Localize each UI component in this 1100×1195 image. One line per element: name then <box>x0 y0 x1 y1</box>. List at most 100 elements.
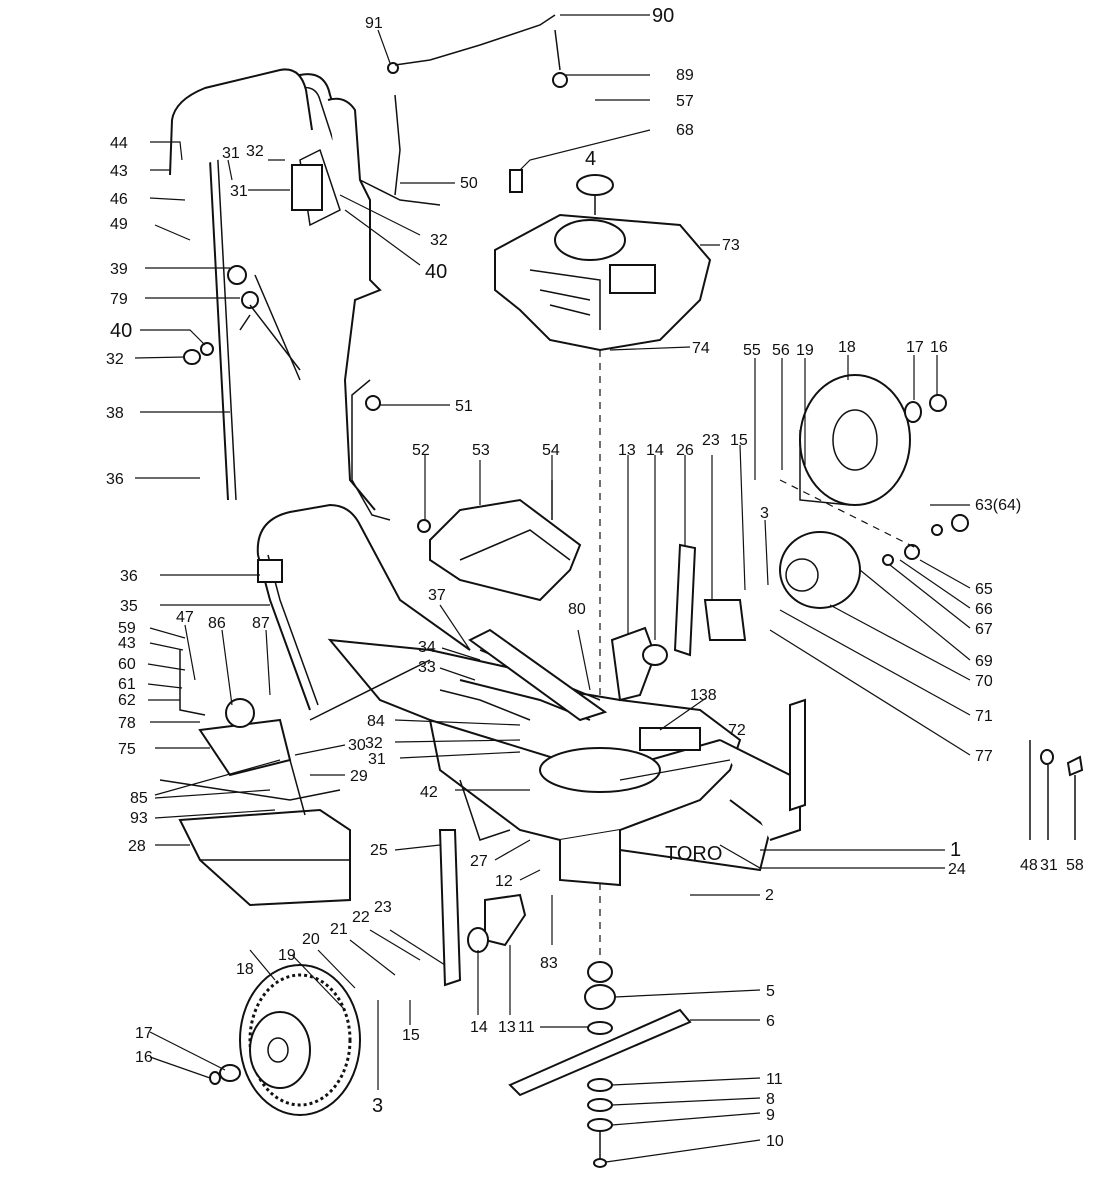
label-34: 34 <box>418 639 436 656</box>
label-25: 25 <box>370 842 388 859</box>
label-51: 51 <box>455 398 473 415</box>
label-61: 61 <box>118 676 136 693</box>
rear-wheel-right <box>779 479 921 609</box>
leader-lines <box>134 14 971 1163</box>
height-adjusters <box>467 626 668 953</box>
label-62: 62 <box>118 692 136 709</box>
label-32: 32 <box>430 232 448 249</box>
label-44: 44 <box>110 135 128 152</box>
label-93: 93 <box>130 810 148 827</box>
label-74: 74 <box>692 340 710 357</box>
label-71: 71 <box>975 708 993 725</box>
label-15: 15 <box>730 432 748 449</box>
label-52: 52 <box>412 442 430 459</box>
label-23: 23 <box>702 432 720 449</box>
label-2: 2 <box>765 887 774 904</box>
label-32: 32 <box>106 351 124 368</box>
label-38: 38 <box>106 405 124 422</box>
label-78: 78 <box>118 715 136 732</box>
label-68: 68 <box>676 122 694 139</box>
rear-wheel-left <box>209 964 361 1116</box>
label-8: 8 <box>766 1091 775 1108</box>
label-138: 138 <box>690 687 717 704</box>
label-59: 59 <box>118 620 136 637</box>
label-77: 77 <box>975 748 993 765</box>
label-65: 65 <box>975 581 993 598</box>
label-16: 16 <box>135 1049 153 1066</box>
label-28: 28 <box>128 838 146 855</box>
label-58: 58 <box>1066 857 1084 874</box>
label-9: 9 <box>766 1107 775 1124</box>
label-31: 31 <box>222 145 240 162</box>
label-55: 55 <box>743 342 761 359</box>
belt-bar <box>468 628 608 722</box>
label-17: 17 <box>906 339 924 356</box>
rear-flap <box>159 650 431 907</box>
grass-bag-top <box>417 480 582 602</box>
label-1: 1 <box>950 839 961 861</box>
label-30: 30 <box>348 737 366 754</box>
wheel-brackets <box>438 543 806 987</box>
label-24: 24 <box>948 861 966 878</box>
label-16: 16 <box>930 339 948 356</box>
label-31: 31 <box>230 183 248 200</box>
label-49: 49 <box>110 216 128 233</box>
label-35: 35 <box>120 598 138 615</box>
label-43: 43 <box>118 635 136 652</box>
label-22: 22 <box>352 909 370 926</box>
label-14: 14 <box>470 1019 488 1036</box>
label-50: 50 <box>460 175 478 192</box>
label-54: 54 <box>542 442 560 459</box>
label-17: 17 <box>135 1025 153 1042</box>
label-90: 90 <box>652 5 674 27</box>
label-60: 60 <box>118 656 136 673</box>
label-53: 53 <box>472 442 490 459</box>
label-63-64: 63(64) <box>975 497 1021 514</box>
label-13: 13 <box>498 1019 516 1036</box>
label-26: 26 <box>676 442 694 459</box>
deck-brand-text: TORO <box>665 843 722 865</box>
label-5: 5 <box>766 983 775 1000</box>
label-57: 57 <box>676 93 694 110</box>
throttle-control <box>291 164 323 211</box>
label-6: 6 <box>766 1013 775 1030</box>
label-36: 36 <box>120 568 138 585</box>
label-40: 40 <box>110 320 132 342</box>
label-23: 23 <box>374 899 392 916</box>
label-18: 18 <box>838 339 856 356</box>
label-75: 75 <box>118 741 136 758</box>
label-10: 10 <box>766 1133 784 1150</box>
label-73: 73 <box>722 237 740 254</box>
label-39: 39 <box>110 261 128 278</box>
label-4: 4 <box>585 148 596 170</box>
small-parts-right <box>1029 740 1084 840</box>
label-36: 36 <box>106 471 124 488</box>
label-14: 14 <box>646 442 664 459</box>
label-46: 46 <box>110 191 128 208</box>
blade-assembly <box>508 961 692 1168</box>
label-84: 84 <box>367 713 385 730</box>
label-19: 19 <box>278 947 296 964</box>
label-47: 47 <box>176 609 194 626</box>
label-67: 67 <box>975 621 993 638</box>
label-29: 29 <box>350 768 368 785</box>
label-33: 33 <box>418 659 436 676</box>
label-32: 32 <box>246 143 264 160</box>
label-42: 42 <box>420 784 438 801</box>
label-11: 11 <box>518 1019 535 1036</box>
label-18: 18 <box>236 961 254 978</box>
engine <box>494 169 712 1000</box>
label-89: 89 <box>676 67 694 84</box>
handle-assembly <box>169 14 568 521</box>
label-31: 31 <box>1040 857 1058 874</box>
label-79: 79 <box>110 291 128 308</box>
label-21: 21 <box>330 921 348 938</box>
label-80: 80 <box>568 601 586 618</box>
label-85: 85 <box>130 790 148 807</box>
label-20: 20 <box>302 931 320 948</box>
label-83: 83 <box>540 955 558 972</box>
label-87: 87 <box>252 615 270 632</box>
part-labels: 90 91 89 57 68 4 73 74 44 43 46 49 39 79… <box>106 5 1084 1150</box>
front-wheel-right <box>799 374 969 566</box>
label-37: 37 <box>428 587 446 604</box>
